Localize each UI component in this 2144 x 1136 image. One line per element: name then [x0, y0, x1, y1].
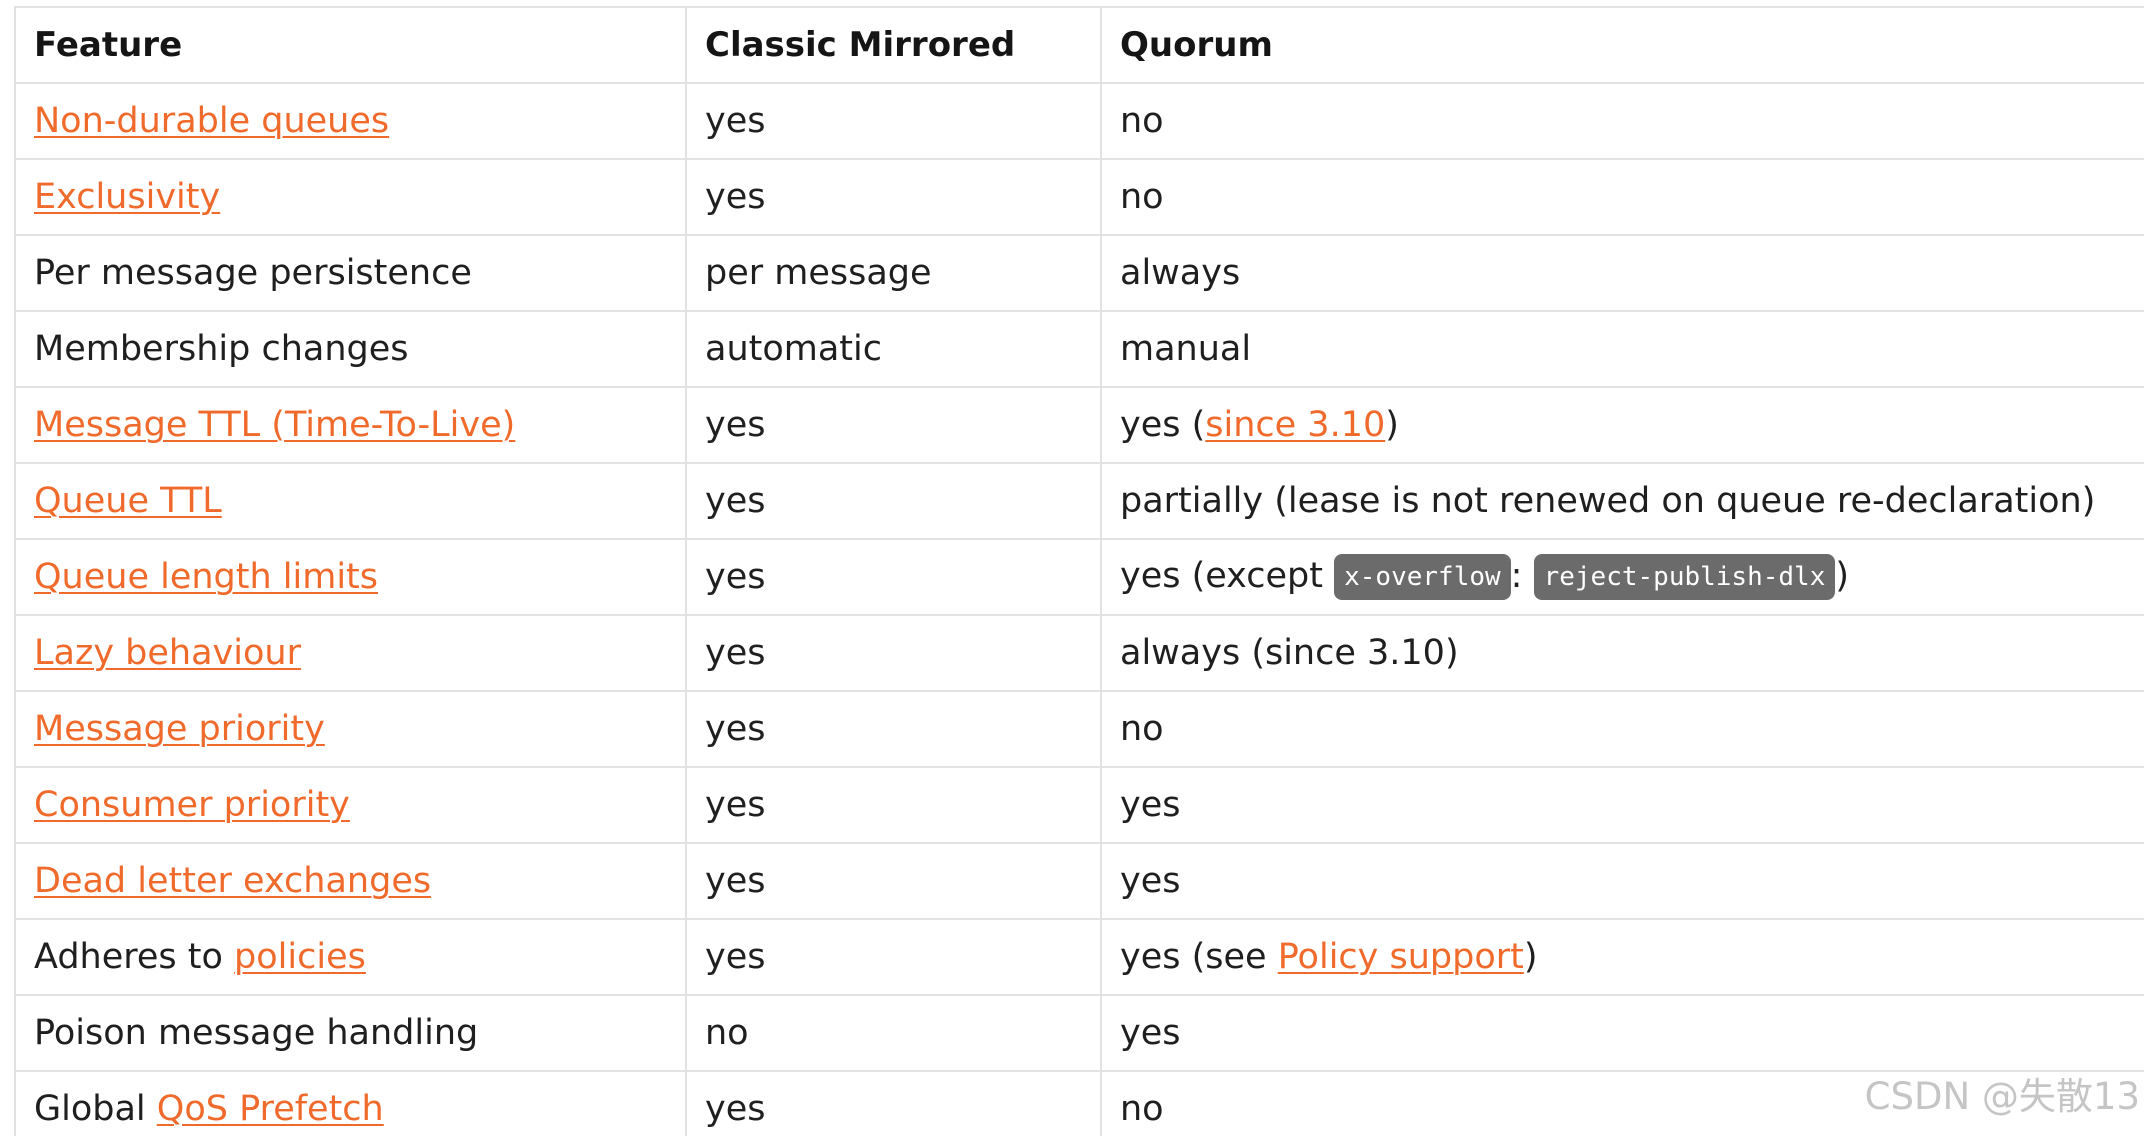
- dead-letter-exchanges-link[interactable]: Dead letter exchanges: [34, 861, 431, 901]
- quorum-text: yes (: [1120, 405, 1205, 445]
- classic-cell: yes: [686, 691, 1101, 767]
- table-row: Queue length limits yes yes (except x-ov…: [16, 539, 2144, 615]
- classic-cell: yes: [686, 1071, 1101, 1136]
- feature-cell: Poison message handling: [16, 995, 686, 1071]
- classic-cell: yes: [686, 615, 1101, 691]
- feature-cell: Membership changes: [16, 311, 686, 387]
- non-durable-queues-link[interactable]: Non-durable queues: [34, 101, 389, 141]
- quorum-cell: no: [1101, 83, 2144, 159]
- lazy-behaviour-link[interactable]: Lazy behaviour: [34, 633, 301, 673]
- classic-cell: yes: [686, 387, 1101, 463]
- table-row: Global QoS Prefetch yes no: [16, 1071, 2144, 1136]
- feature-text: Adheres to: [34, 937, 234, 977]
- quorum-cell: no: [1101, 159, 2144, 235]
- table-row: Exclusivity yes no: [16, 159, 2144, 235]
- classic-cell: yes: [686, 767, 1101, 843]
- header-classic-mirrored: Classic Mirrored: [686, 8, 1101, 83]
- classic-cell: yes: [686, 919, 1101, 995]
- quorum-cell: yes: [1101, 995, 2144, 1071]
- queue-ttl-link[interactable]: Queue TTL: [34, 481, 222, 521]
- quorum-text: ): [1524, 937, 1538, 977]
- quorum-cell: manual: [1101, 311, 2144, 387]
- classic-cell: per message: [686, 235, 1101, 311]
- feature-cell: Message priority: [16, 691, 686, 767]
- qos-prefetch-link[interactable]: QoS Prefetch: [157, 1089, 384, 1129]
- feature-cell: Queue length limits: [16, 539, 686, 615]
- feature-cell: Non-durable queues: [16, 83, 686, 159]
- quorum-cell: always: [1101, 235, 2144, 311]
- quorum-text: ): [1835, 556, 1849, 596]
- quorum-cell: always (since 3.10): [1101, 615, 2144, 691]
- classic-cell: yes: [686, 539, 1101, 615]
- header-quorum: Quorum: [1101, 8, 2144, 83]
- policy-support-link[interactable]: Policy support: [1278, 937, 1524, 977]
- table-row: Per message persistence per message alwa…: [16, 235, 2144, 311]
- quorum-text: ): [1385, 405, 1399, 445]
- quorum-text: yes (except: [1120, 556, 1334, 596]
- table-header-row: Feature Classic Mirrored Quorum: [16, 8, 2144, 83]
- feature-cell: Adheres to policies: [16, 919, 686, 995]
- csdn-watermark: CSDN @失散13: [1865, 1066, 2140, 1120]
- quorum-cell: yes: [1101, 843, 2144, 919]
- classic-cell: yes: [686, 843, 1101, 919]
- quorum-text: yes (see: [1120, 937, 1278, 977]
- table-row: Adheres to policies yes yes (see Policy …: [16, 919, 2144, 995]
- feature-cell: Global QoS Prefetch: [16, 1071, 686, 1136]
- feature-cell: Message TTL (Time-To-Live): [16, 387, 686, 463]
- quorum-cell: yes: [1101, 767, 2144, 843]
- feature-cell: Exclusivity: [16, 159, 686, 235]
- table-row: Lazy behaviour yes always (since 3.10): [16, 615, 2144, 691]
- classic-cell: no: [686, 995, 1101, 1071]
- quorum-cell: no: [1101, 691, 2144, 767]
- policies-link[interactable]: policies: [234, 937, 366, 977]
- queue-length-limits-link[interactable]: Queue length limits: [34, 557, 378, 597]
- feature-cell: Consumer priority: [16, 767, 686, 843]
- feature-cell: Per message persistence: [16, 235, 686, 311]
- exclusivity-link[interactable]: Exclusivity: [34, 177, 220, 217]
- classic-cell: yes: [686, 83, 1101, 159]
- table-row: Membership changes automatic manual: [16, 311, 2144, 387]
- quorum-text: :: [1511, 556, 1534, 596]
- table-row: Message TTL (Time-To-Live) yes yes (sinc…: [16, 387, 2144, 463]
- comparison-table-container: Feature Classic Mirrored Quorum Non-dura…: [14, 6, 2144, 1136]
- table-row: Dead letter exchanges yes yes: [16, 843, 2144, 919]
- feature-comparison-table: Feature Classic Mirrored Quorum Non-dura…: [16, 8, 2144, 1136]
- message-priority-link[interactable]: Message priority: [34, 709, 325, 749]
- classic-cell: yes: [686, 159, 1101, 235]
- quorum-cell: partially (lease is not renewed on queue…: [1101, 463, 2144, 539]
- code-reject-publish-dlx: reject-publish-dlx: [1534, 554, 1836, 600]
- since-3-10-link[interactable]: since 3.10: [1205, 405, 1385, 445]
- feature-cell: Dead letter exchanges: [16, 843, 686, 919]
- quorum-cell: yes (since 3.10): [1101, 387, 2144, 463]
- quorum-cell: yes (except x-overflow: reject-publish-d…: [1101, 539, 2144, 615]
- feature-cell: Lazy behaviour: [16, 615, 686, 691]
- code-x-overflow: x-overflow: [1334, 554, 1511, 600]
- quorum-cell: yes (see Policy support): [1101, 919, 2144, 995]
- table-row: Queue TTL yes partially (lease is not re…: [16, 463, 2144, 539]
- table-row: Poison message handling no yes: [16, 995, 2144, 1071]
- consumer-priority-link[interactable]: Consumer priority: [34, 785, 350, 825]
- table-row: Message priority yes no: [16, 691, 2144, 767]
- table-row: Non-durable queues yes no: [16, 83, 2144, 159]
- classic-cell: automatic: [686, 311, 1101, 387]
- classic-cell: yes: [686, 463, 1101, 539]
- feature-cell: Queue TTL: [16, 463, 686, 539]
- feature-text: Global: [34, 1089, 157, 1129]
- header-feature: Feature: [16, 8, 686, 83]
- table-row: Consumer priority yes yes: [16, 767, 2144, 843]
- message-ttl-link[interactable]: Message TTL (Time-To-Live): [34, 405, 515, 445]
